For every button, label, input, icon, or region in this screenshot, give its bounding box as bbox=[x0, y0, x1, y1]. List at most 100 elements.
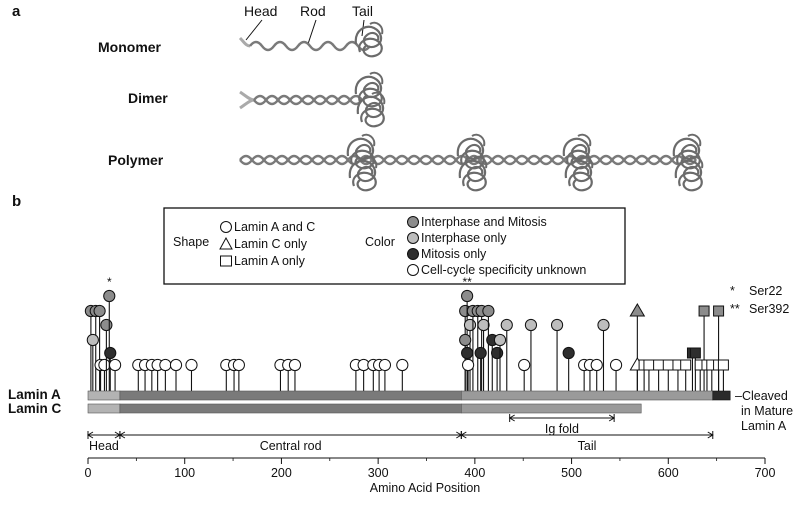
dimer-drawing bbox=[239, 71, 386, 128]
axis-tick-label: 200 bbox=[271, 466, 292, 480]
footnote-mark: * bbox=[730, 284, 735, 298]
site-circle-marker bbox=[524, 318, 538, 332]
site-circle-marker bbox=[477, 318, 490, 332]
head-label: Head bbox=[244, 3, 277, 19]
legend-shape-item: Lamin A and C bbox=[234, 220, 315, 234]
cleaved-note-line: –Cleaved bbox=[735, 389, 788, 403]
site-circle-marker bbox=[86, 333, 99, 347]
site-square-marker bbox=[717, 359, 729, 371]
legend-triangle-shape bbox=[219, 236, 233, 250]
monomer-drawing bbox=[238, 21, 384, 58]
footnote-text: Ser392 bbox=[749, 302, 789, 316]
site-square-marker bbox=[689, 347, 701, 359]
site-asterisk: * bbox=[107, 275, 112, 289]
site-circle-marker bbox=[93, 304, 106, 318]
head-pointer bbox=[245, 19, 263, 41]
site-circle-marker bbox=[185, 358, 198, 372]
dimer-label: Dimer bbox=[128, 90, 168, 106]
lamin-c-label: Lamin C bbox=[8, 401, 62, 416]
legend-color-swatch bbox=[407, 248, 419, 260]
lamin-a-bar-cleaved-segment bbox=[712, 390, 731, 401]
cleaved-note-line: in Mature bbox=[741, 404, 793, 418]
site-circle-marker bbox=[518, 358, 531, 372]
panel-a-letter: a bbox=[12, 3, 21, 20]
legend-shape-item: Lamin C only bbox=[234, 237, 308, 251]
central-rod-region-label: Central rod bbox=[260, 439, 322, 453]
legend-color-item: Interphase and Mitosis bbox=[421, 215, 547, 229]
site-circle-marker bbox=[104, 346, 117, 360]
legend-color-item: Cell-cycle specificity unknown bbox=[421, 263, 586, 277]
legend-square-shape bbox=[220, 255, 232, 267]
site-square-marker bbox=[653, 359, 665, 371]
lamin-a-bar-segment bbox=[461, 390, 714, 401]
axis-title: Amino Acid Position bbox=[370, 481, 481, 495]
site-circle-marker bbox=[169, 358, 183, 372]
site-circle-marker bbox=[98, 358, 111, 372]
site-asterisk: ** bbox=[462, 275, 472, 289]
phosphosite-markers: *** bbox=[84, 275, 729, 391]
lamin-a-bar-segment bbox=[87, 390, 121, 401]
tail-region-label: Tail bbox=[578, 439, 597, 453]
axis-tick-label: 600 bbox=[658, 466, 679, 480]
lamin-a-bar-segment bbox=[119, 390, 462, 401]
site-circle-marker bbox=[550, 318, 564, 332]
axis-tick-label: 700 bbox=[755, 466, 776, 480]
site-circle-marker bbox=[493, 333, 507, 347]
site-circle-marker bbox=[108, 358, 122, 372]
site-circle-marker bbox=[103, 289, 116, 303]
rod-pointer bbox=[307, 19, 317, 45]
site-circle-marker bbox=[232, 358, 245, 372]
footnote-mark: ** bbox=[730, 302, 740, 316]
lamin-c-bar-segment bbox=[87, 403, 121, 414]
monomer-label: Monomer bbox=[98, 39, 162, 55]
site-square-marker bbox=[643, 359, 655, 371]
site-circle-marker bbox=[378, 358, 392, 372]
legend-color-item: Interphase only bbox=[421, 231, 507, 245]
head-region-label: Head bbox=[89, 439, 119, 453]
site-circle-marker bbox=[159, 358, 172, 372]
rod-label: Rod bbox=[300, 3, 326, 19]
site-circle-marker bbox=[590, 358, 603, 372]
site-triangle-marker bbox=[629, 303, 646, 317]
site-circle-marker bbox=[288, 358, 302, 372]
protein-bars bbox=[87, 390, 731, 414]
legend-color-item: Mitosis only bbox=[421, 247, 487, 261]
site-square-marker bbox=[713, 305, 725, 317]
legend-shape-item: Lamin A only bbox=[234, 254, 306, 268]
tail-label: Tail bbox=[352, 3, 373, 19]
axis-tick-label: 300 bbox=[368, 466, 389, 480]
legend: Shape Lamin A and C Lamin C only Lamin A… bbox=[163, 207, 626, 285]
site-circle-marker bbox=[396, 358, 409, 372]
site-circle-marker bbox=[562, 346, 575, 360]
site-circle-marker bbox=[463, 318, 477, 332]
site-circle-marker bbox=[500, 318, 513, 332]
site-circle-marker bbox=[461, 289, 474, 303]
legend-circle-shape bbox=[220, 221, 232, 233]
legend-color-swatch bbox=[407, 232, 419, 244]
site-square-marker bbox=[662, 359, 674, 371]
axis-tick-label: 400 bbox=[464, 466, 485, 480]
site-circle-marker bbox=[597, 318, 610, 332]
site-circle-marker bbox=[461, 358, 475, 372]
lamin-c-bar-segment bbox=[461, 403, 642, 414]
site-circle-marker bbox=[100, 318, 113, 332]
polymer-label: Polymer bbox=[108, 152, 164, 168]
site-circle-marker bbox=[491, 346, 504, 360]
site-circle-marker bbox=[459, 333, 472, 347]
site-circle-marker bbox=[474, 346, 487, 360]
legend-color-swatch bbox=[407, 216, 419, 228]
footnote-text: Ser22 bbox=[749, 284, 782, 298]
site-square-marker bbox=[698, 305, 710, 317]
cleaved-note-line: Lamin A bbox=[741, 419, 787, 433]
legend-color-title: Color bbox=[365, 235, 395, 249]
axis-tick-label: 0 bbox=[85, 466, 92, 480]
site-circle-marker bbox=[482, 304, 495, 318]
legend-color-swatch bbox=[407, 264, 419, 276]
polymer-drawing bbox=[239, 133, 704, 192]
site-circle-marker bbox=[461, 346, 474, 360]
axis-tick-label: 100 bbox=[174, 466, 195, 480]
lamin-c-bar-segment bbox=[119, 403, 462, 414]
axis-tick-label: 500 bbox=[561, 466, 582, 480]
